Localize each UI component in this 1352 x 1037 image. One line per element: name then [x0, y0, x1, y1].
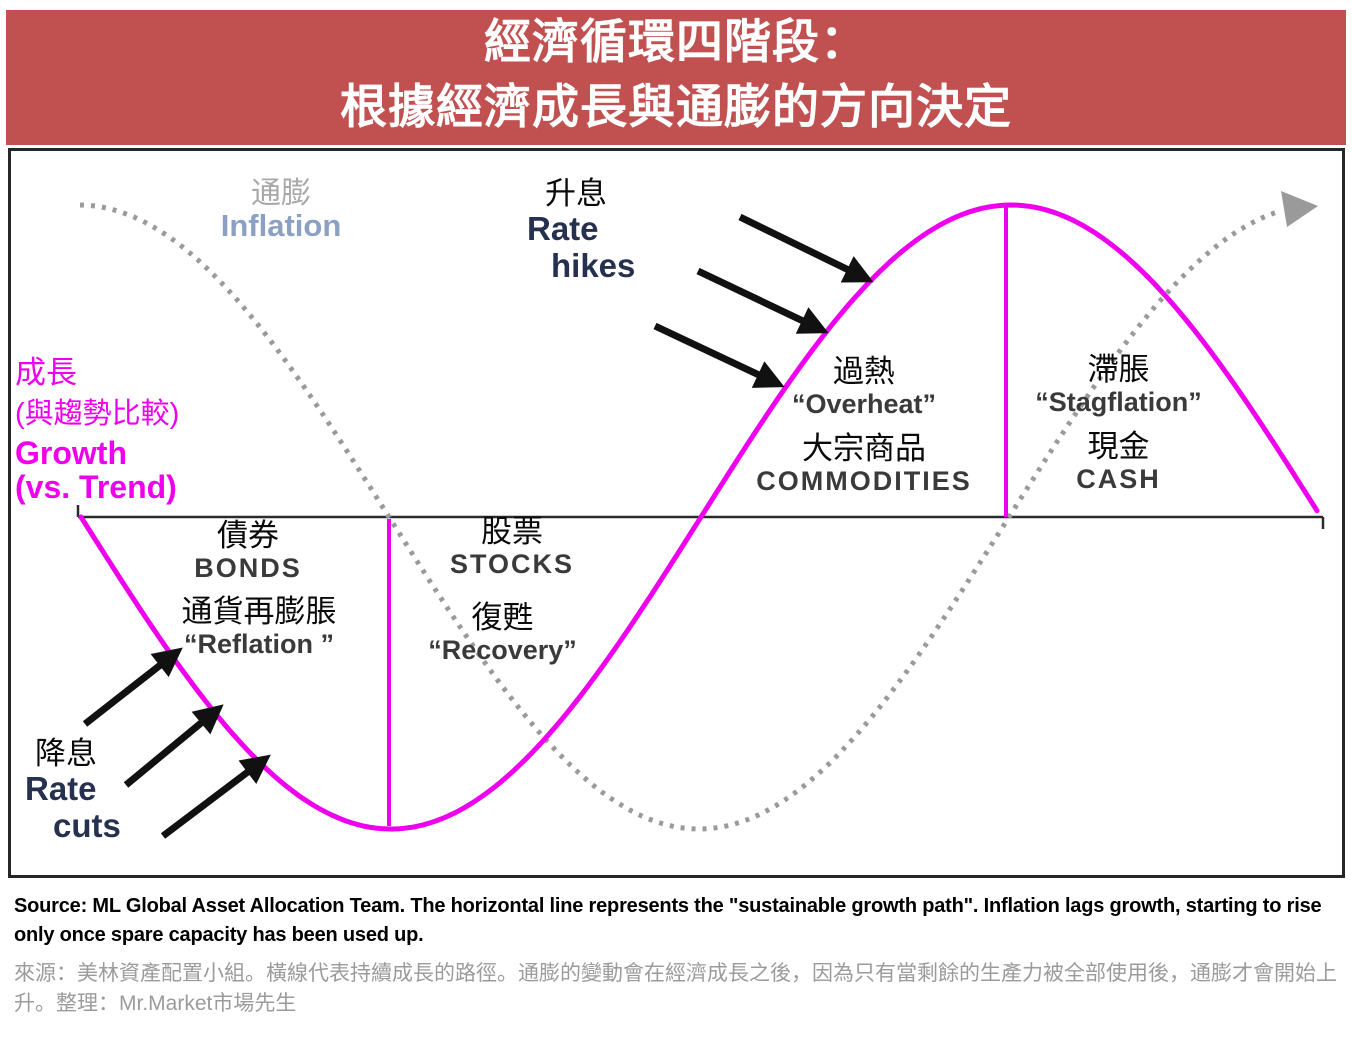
growth-axis-label: 成長 (與趨勢比較) Growth (vs. Trend): [15, 353, 179, 505]
rate-cuts-en1: Rate: [25, 770, 97, 808]
asset-stocks: 股票 STOCKS: [427, 514, 597, 580]
stagflation-asset-zh: 現金: [1087, 429, 1150, 465]
overheat-asset-en: COMMODITIES: [756, 466, 972, 497]
inflation-label: 通膨 Inflation: [196, 177, 366, 243]
bonds-zh: 債券: [217, 518, 279, 553]
recovery-zh: 復甦: [471, 600, 534, 635]
stage-reflation: 通貨再膨脹 “Reflation ”: [159, 594, 359, 660]
title-line-2: 根據經濟成長與通膨的方向決定: [340, 79, 1012, 133]
stage-recovery: 復甦 “Recovery”: [415, 600, 590, 666]
rate-hikes-en1: Rate: [527, 210, 599, 248]
title-banner: 經濟循環四階段： 根據經濟成長與通膨的方向決定: [6, 10, 1346, 145]
inflation-label-en: Inflation: [220, 208, 342, 243]
rate-hikes-en2: hikes: [551, 247, 636, 285]
rate-cuts-en2: cuts: [53, 807, 121, 845]
growth-curve: [78, 202, 1320, 832]
source-text-zh: 來源：美林資產配置小組。橫線代表持續成長的路徑。通膨的變動會在經濟成長之後，因為…: [14, 962, 1337, 1016]
rate-cuts-label: 降息 Rate cuts: [25, 736, 121, 845]
overheat-stage-en: “Overheat”: [791, 389, 937, 420]
rate-hikes-zh: 升息: [545, 176, 607, 211]
bonds-en: BONDS: [194, 553, 302, 584]
rate-hike-arrows-icon: [653, 213, 874, 388]
overheat-asset-zh: 大宗商品: [802, 431, 926, 467]
growth-label-zh2: (與趨勢比較): [15, 397, 180, 430]
rate-cut-arrows-icon: [82, 647, 271, 839]
growth-label-zh1: 成長: [15, 355, 77, 390]
growth-label-en2: (vs. Trend): [15, 469, 177, 506]
stagflation-stage-en: “Stagflation”: [1035, 387, 1202, 418]
source-text-en: Source: ML Global Asset Allocation Team.…: [14, 895, 1322, 946]
rate-cuts-zh: 降息: [35, 736, 97, 771]
source-footer: Source: ML Global Asset Allocation Team.…: [0, 892, 1352, 1020]
stocks-en: STOCKS: [449, 549, 575, 580]
inflation-arrowhead-icon: [1281, 191, 1318, 227]
reflation-zh: 通貨再膨脹: [181, 594, 337, 629]
cycle-curves-svg: [76, 191, 1325, 839]
asset-bonds: 債券 BONDS: [163, 518, 333, 584]
stagflation-stage-zh: 滯脹: [1087, 352, 1150, 387]
stocks-zh: 股票: [481, 514, 543, 549]
recovery-en: “Recovery”: [428, 635, 577, 666]
rate-hikes-label: 升息 Rate hikes: [527, 176, 636, 285]
stage-overheat: 過熱 “Overheat” 大宗商品 COMMODITIES: [739, 354, 989, 497]
title-line-1: 經濟循環四階段：: [484, 15, 868, 68]
growth-label-en1: Growth: [15, 435, 127, 472]
economic-cycle-chart: 通膨 Inflation 升息 Rate hikes 成長 (與趨勢比較) Gr…: [8, 148, 1345, 878]
reflation-en: “Reflation ”: [183, 629, 334, 660]
stage-stagflation: 滯脹 “Stagflation” 現金 CASH: [1011, 352, 1226, 495]
inflation-label-zh: 通膨: [251, 177, 311, 210]
stagflation-asset-en: CASH: [1076, 464, 1161, 495]
overheat-stage-zh: 過熱: [833, 354, 895, 389]
